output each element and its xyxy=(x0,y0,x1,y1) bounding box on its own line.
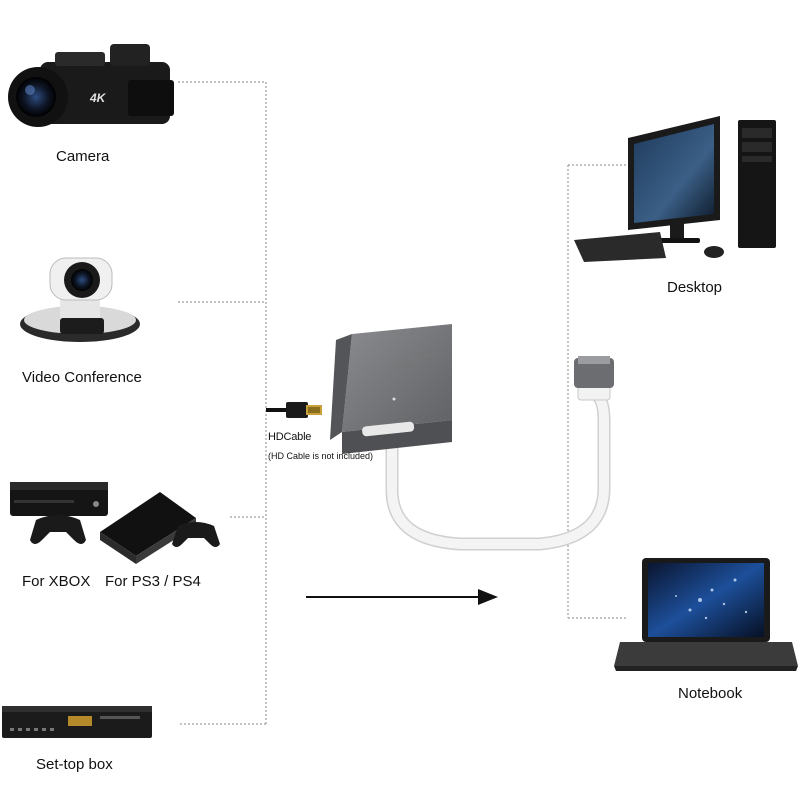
usb-cable-icon xyxy=(385,356,614,551)
ps-label: For PS3 / PS4 xyxy=(105,573,201,590)
xbox-console-icon xyxy=(10,482,108,516)
video-conference-icon xyxy=(20,257,140,342)
set-top-box-label: Set-top box xyxy=(36,756,113,773)
ps-controller-icon xyxy=(172,522,220,547)
xbox-label: For XBOX xyxy=(22,573,91,590)
hdmi-cable-icon xyxy=(266,402,322,418)
camera-brand-text: 4K xyxy=(90,91,106,105)
left-dotted-bracket xyxy=(178,81,267,725)
hd-cable-label: HDCable xyxy=(268,431,312,443)
direction-arrow xyxy=(306,589,498,605)
desktop-icon xyxy=(574,116,776,262)
xbox-controller-icon xyxy=(30,515,86,544)
camera-label: Camera xyxy=(56,148,110,165)
set-top-box-icon xyxy=(2,706,152,738)
hd-cable-note: (HD Cable is not included) xyxy=(268,451,374,461)
desktop-label: Desktop xyxy=(667,279,723,296)
video-conference-label: Video Conference xyxy=(22,369,142,386)
notebook-label: Notebook xyxy=(678,685,743,702)
notebook-icon xyxy=(614,558,798,671)
capture-device-icon xyxy=(330,324,452,454)
camera-icon xyxy=(8,44,174,127)
